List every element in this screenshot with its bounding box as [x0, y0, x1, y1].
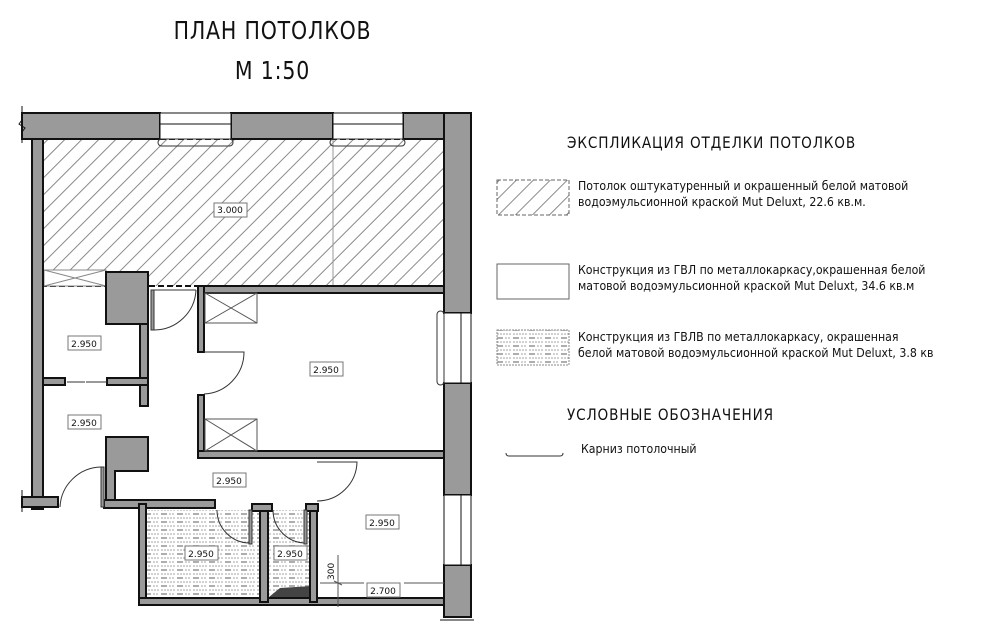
legend-item-3: Конструкция из ГВЛВ по металлокаркасу, о…: [578, 329, 933, 361]
legend-item-2: Конструкция из ГВЛ по металлокаркасу,окр…: [578, 262, 925, 294]
page-title: ПЛАН ПОТОЛКОВ: [173, 16, 372, 45]
symbol-cornice-label: Карниз потолочный: [581, 441, 697, 456]
height-mark-bathroom: 2.950: [188, 550, 214, 560]
legend-swatches: [496, 179, 570, 457]
legend-item-1-line1: Потолок оштукатуренный и окрашенный бело…: [578, 178, 909, 193]
ceiling-cornices: [157, 138, 445, 386]
legend-item-2-line1: Конструкция из ГВЛ по металлокаркасу,окр…: [578, 262, 926, 277]
walls: [21, 112, 472, 618]
dimension-lines: [320, 555, 444, 607]
dimension-300: 300: [327, 563, 337, 580]
height-mark-room: 2.950: [369, 519, 395, 529]
height-mark-corridor: 2.950: [216, 477, 242, 487]
doors: [59, 289, 358, 545]
swatch-hatched: [496, 179, 570, 216]
height-mark-wc: 2.950: [277, 550, 303, 560]
height-mark-living: 3.000: [217, 206, 243, 216]
break-marks: [18, 106, 474, 621]
legend-item-1: Потолок оштукатуренный и окрашенный бело…: [578, 178, 908, 210]
swatch-blank: [496, 263, 570, 300]
legend-item-2-line2: матовой водоэмульсионной краской Mut Del…: [578, 278, 915, 293]
height-mark-hallway: 2.950: [71, 419, 97, 429]
legend-item-3-line2: белой матовой водоэмульсионной краской M…: [578, 345, 934, 360]
height-mark-bedroom: 2.950: [313, 366, 339, 376]
legend-item-3-line1: Конструкция из ГВЛВ по металлокаркасу, о…: [578, 329, 899, 344]
explication-heading: ЭКСПЛИКАЦИЯ ОТДЕЛКИ ПОТОЛКОВ: [567, 133, 857, 152]
legend-item-1-line2: водоэмульсионной краской Mut Deluxt, 22.…: [578, 194, 866, 209]
height-mark-lowered: 2.700: [370, 587, 396, 597]
wardrobe-boxes: [204, 292, 258, 452]
symbols-heading: УСЛОВНЫЕ ОБОЗНАЧЕНИЯ: [567, 405, 774, 424]
height-mark-wardrobe: 2.950: [71, 340, 97, 350]
swatch-dotted: [496, 329, 570, 366]
height-marks: 3.000 2.950 2.950 2.950 2.950 2.950 2.95…: [67, 202, 401, 598]
scale-label: М 1:50: [234, 56, 311, 85]
hatched-ceiling-zone: [42, 138, 445, 287]
ceiling-cornice-icon: [505, 452, 564, 457]
windows: [159, 112, 472, 566]
